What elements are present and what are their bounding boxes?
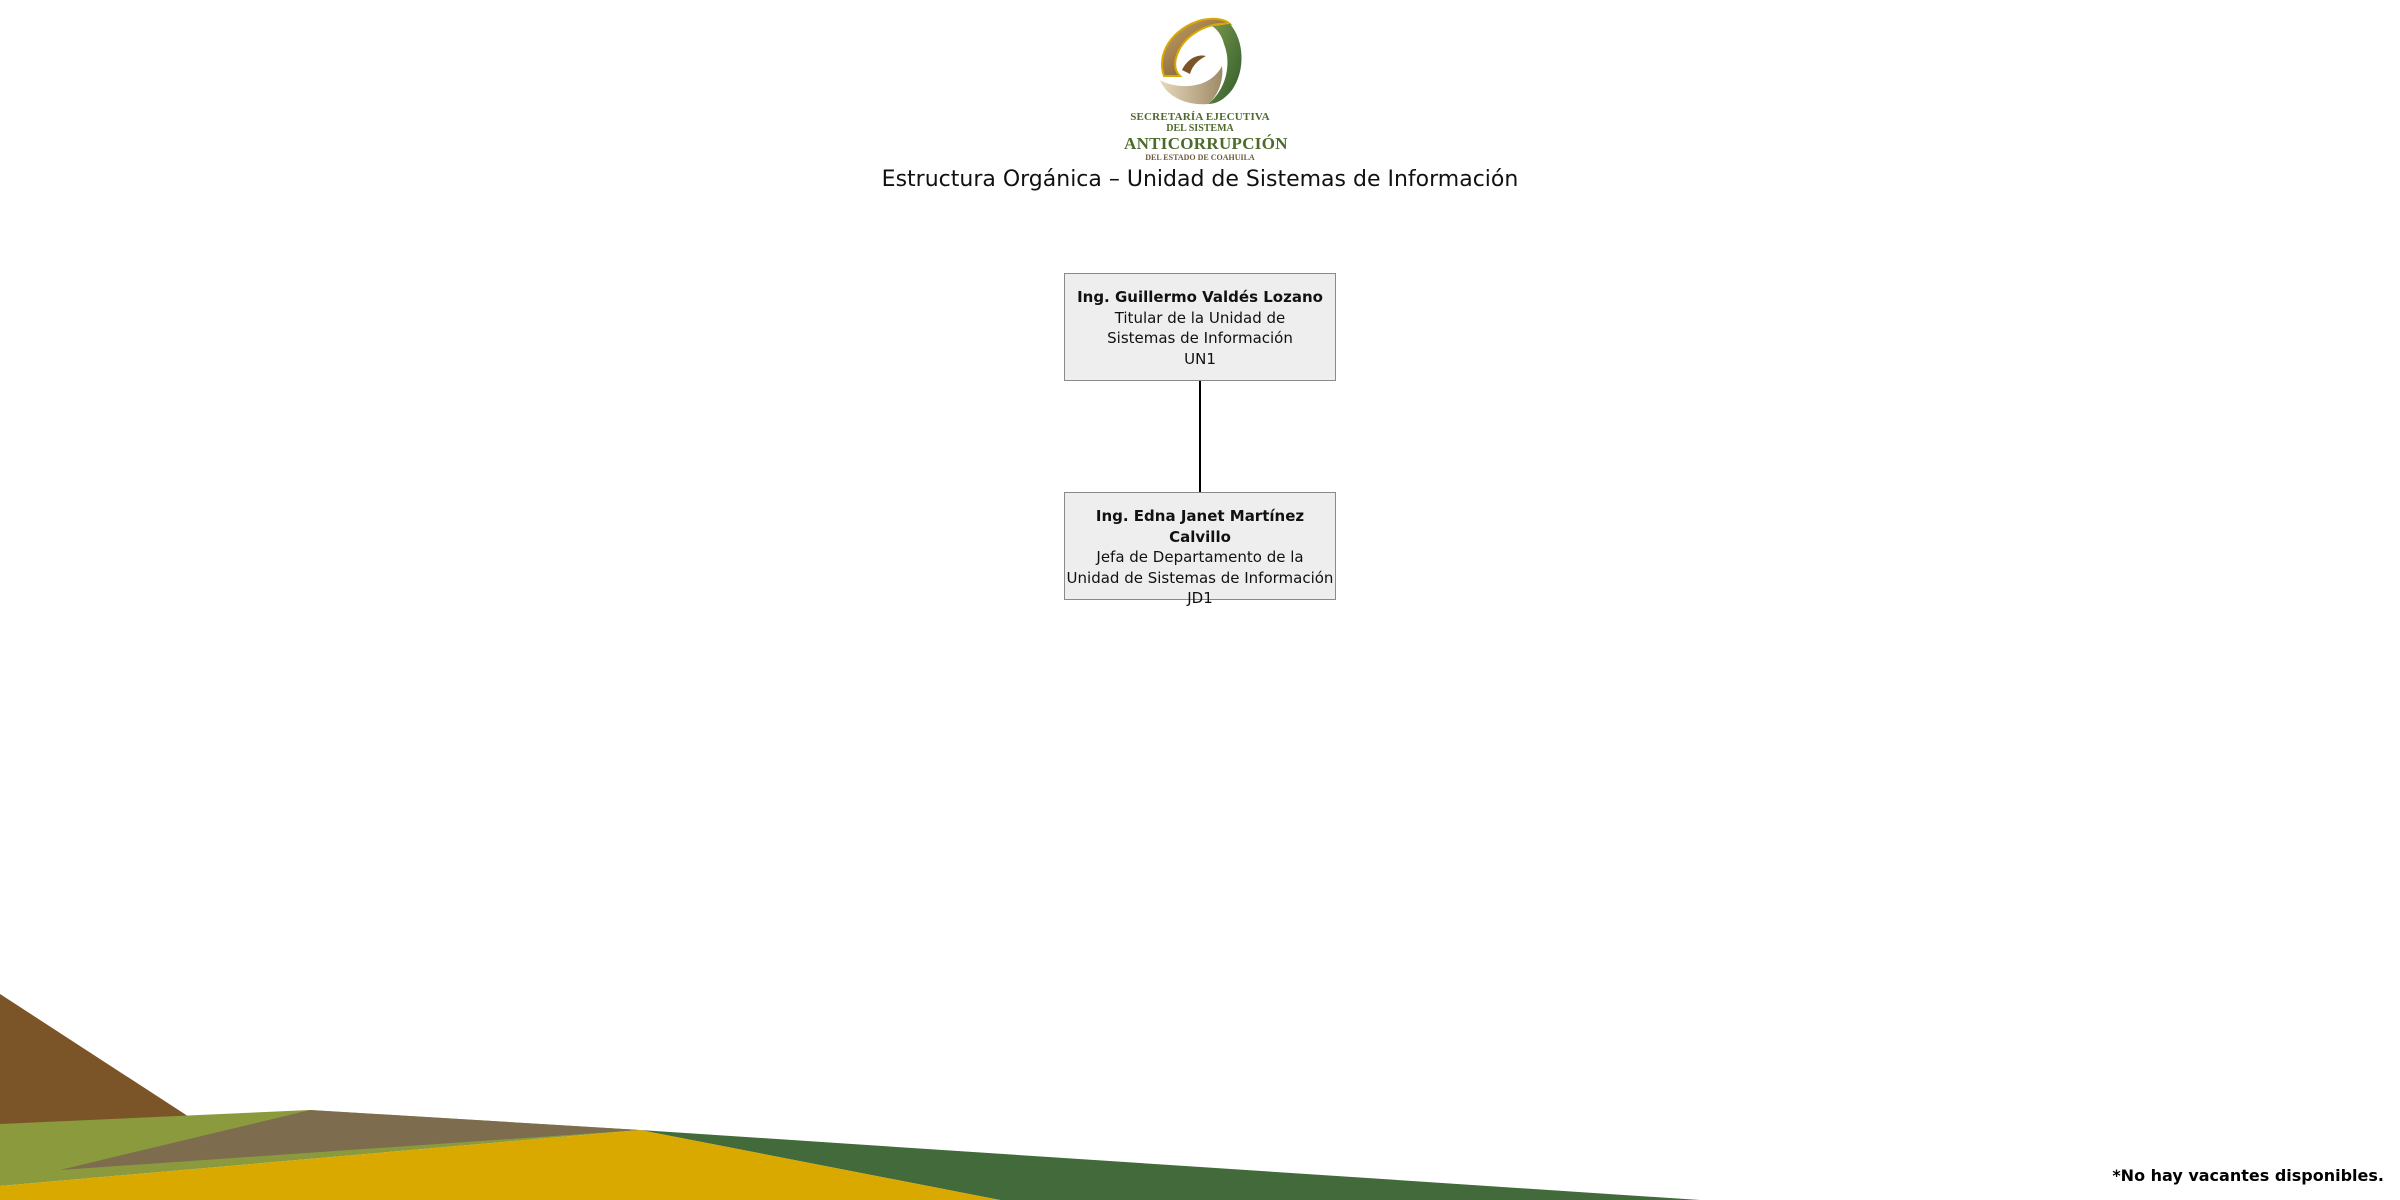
- org-node-jefa-departamento: Ing. Edna Janet Martínez Calvillo Jefa d…: [1064, 492, 1336, 607]
- logo-text-line4: DEL ESTADO DE COAHUILA: [1145, 153, 1255, 162]
- vacancy-footnote: *No hay vacantes disponibles.: [2112, 1166, 2384, 1185]
- org-connector-line: [1199, 381, 1201, 492]
- org-node-code: UN1: [1184, 349, 1216, 368]
- org-node-position-line2: Sistemas de Información: [1107, 329, 1293, 347]
- org-node-position-line2: Unidad de Sistemas de Información: [1066, 568, 1334, 587]
- footer-brown-triangle: [0, 994, 200, 1124]
- footer-taupe-band: [60, 1110, 640, 1170]
- institution-logo: SECRETARÍA EJECUTIVA DEL SISTEMA ANTICOR…: [1124, 14, 1288, 162]
- org-node-position-line1: Jefa de Departamento de la: [1096, 548, 1304, 566]
- org-node-code: JD1: [1187, 589, 1213, 607]
- logo-text-line3: ANTICORRUPCIÓN: [1124, 134, 1288, 153]
- logo-text-line2: DEL SISTEMA: [1166, 123, 1234, 134]
- footer-green-band: [640, 1130, 1700, 1200]
- org-node-titular: Ing. Guillermo Valdés Lozano Titular de …: [1064, 273, 1336, 381]
- org-node-position-line1: Titular de la Unidad de: [1114, 308, 1286, 327]
- decorative-footer-shapes: [0, 994, 1700, 1200]
- page-title: Estructura Orgánica – Unidad de Sistemas…: [881, 167, 1519, 192]
- logo-text-line1: SECRETARÍA EJECUTIVA: [1130, 111, 1270, 123]
- logo-emblem-icon: [1160, 17, 1242, 105]
- org-node-name: Ing. Edna Janet Martínez Calvillo: [1095, 507, 1305, 546]
- org-node-name: Ing. Guillermo Valdés Lozano: [1077, 288, 1323, 306]
- footer-gold-band: [0, 1130, 1000, 1200]
